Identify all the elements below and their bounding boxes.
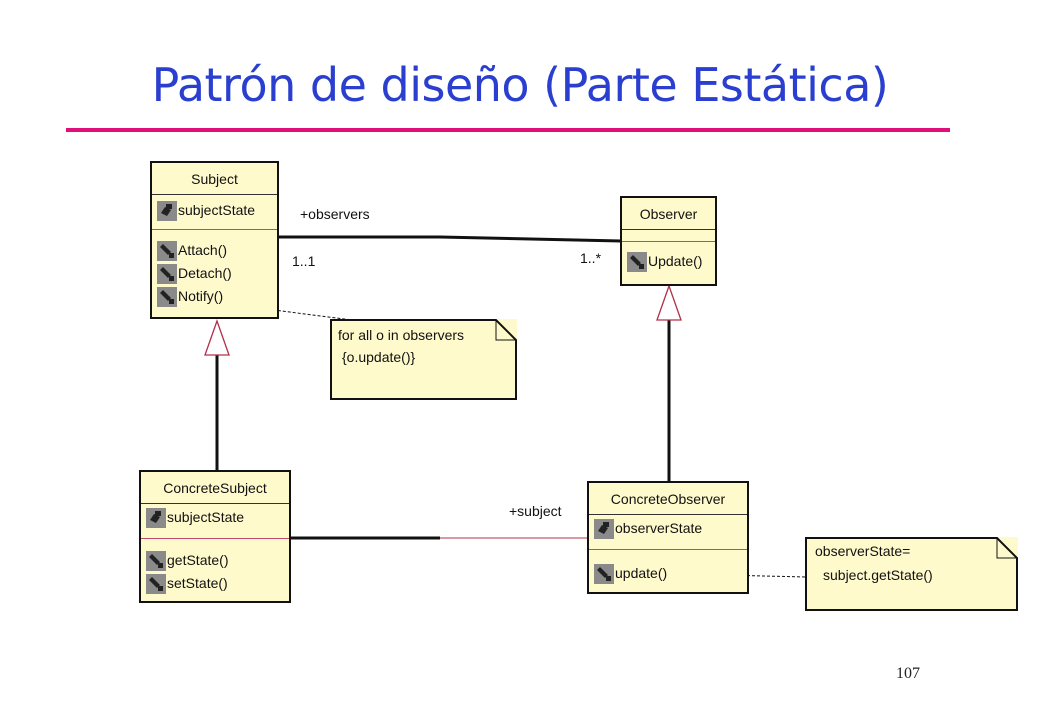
operation-icon [157, 287, 177, 307]
generalization-observer-arrow [656, 284, 682, 321]
attribute-icon [157, 201, 177, 221]
association-observers-line [279, 235, 622, 243]
class-concrete-subject[interactable]: ConcreteSubject subjectState getState() … [139, 470, 291, 603]
class-subject[interactable]: Subject subjectState Attach() Detach() N… [150, 161, 279, 319]
note-line: {o.update()} [342, 349, 416, 365]
class-observer[interactable]: Observer Update() [620, 196, 717, 286]
role-label-subject: +subject [509, 503, 562, 519]
page-number: 107 [896, 665, 920, 682]
class-name: ConcreteObserver [589, 483, 747, 515]
attribute-icon [594, 519, 614, 539]
operation-row: Update() [622, 250, 715, 273]
multiplicity-subject: 1..1 [292, 253, 316, 269]
note-line: subject.getState() [823, 567, 933, 583]
class-name: ConcreteSubject [141, 472, 289, 504]
operation-row: update() [589, 562, 747, 585]
operation-row: getState() [141, 549, 289, 572]
operation-icon [627, 252, 647, 272]
note-notify[interactable]: for all o in observers {o.update()} [330, 319, 517, 400]
attributes-section: subjectState [152, 195, 277, 230]
class-name: Subject [152, 163, 277, 195]
note-state-anchor [721, 574, 807, 578]
operations-section: update() [589, 550, 747, 585]
multiplicity-observer: 1..* [580, 250, 602, 266]
class-concrete-observer[interactable]: ConcreteObserver observerState update() [587, 481, 749, 594]
attributes-section: observerState [589, 515, 747, 550]
attribute-row: observerState [589, 517, 747, 540]
attributes-section [622, 230, 715, 242]
operation-row: Attach() [152, 239, 277, 262]
operation-icon [157, 264, 177, 284]
operation-icon [594, 564, 614, 584]
note-line: for all o in observers [338, 327, 465, 343]
operations-section: Update() [622, 242, 715, 273]
attribute-row: subjectState [141, 506, 289, 529]
class-name: Observer [622, 198, 715, 230]
operation-icon [146, 551, 166, 571]
generalization-subject-arrow [204, 319, 230, 356]
attribute-icon [146, 508, 166, 528]
operation-row: setState() [141, 572, 289, 595]
note-state[interactable]: observerState= subject.getState() [805, 537, 1018, 611]
operation-row: Notify() [152, 285, 277, 308]
note-frame [330, 319, 517, 400]
operations-section: getState() setState() [141, 539, 289, 595]
note-frame [805, 537, 1018, 611]
page-title: Patrón de diseño (Parte Estática) [151, 58, 889, 112]
note-line: observerState= [815, 543, 911, 559]
operations-section: Attach() Detach() Notify() [152, 230, 277, 308]
attributes-section: subjectState [141, 504, 289, 539]
operation-icon [157, 241, 177, 261]
title-underline [66, 128, 950, 132]
operation-icon [146, 574, 166, 594]
attribute-row: subjectState [152, 199, 277, 222]
role-label-observers: +observers [300, 206, 370, 222]
operation-row: Detach() [152, 262, 277, 285]
